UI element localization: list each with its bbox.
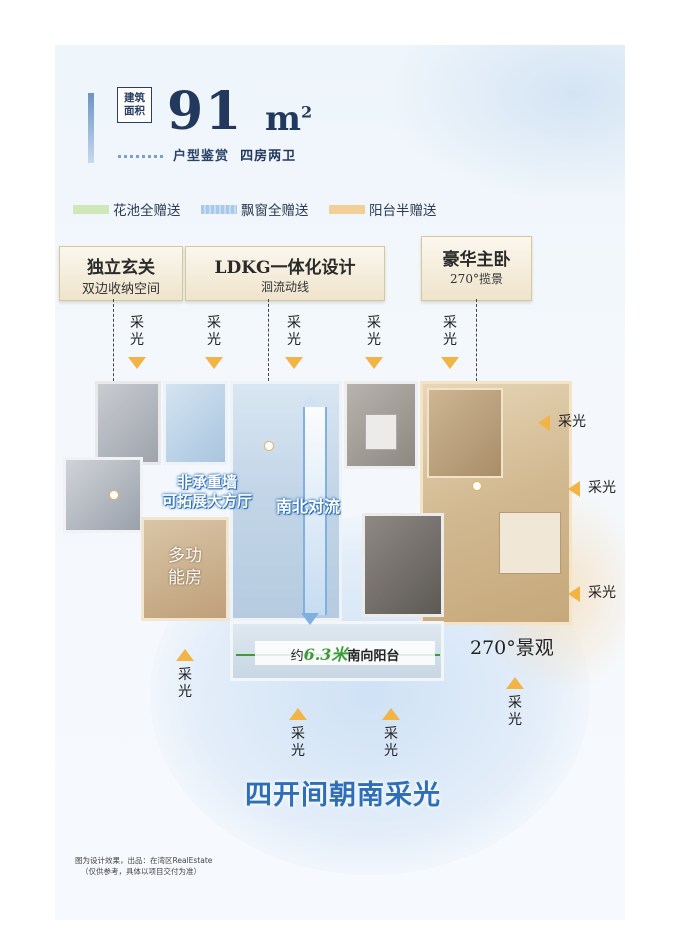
- legend-swatch-orange: [329, 204, 365, 214]
- label-multi-function-room: 多功 能房: [168, 546, 202, 588]
- pointer-line-ldkg: [268, 299, 269, 445]
- light-arrow-left-2: [568, 481, 580, 497]
- light-label-top-3: 采光: [287, 315, 301, 348]
- light-arrow-down-1: [128, 357, 146, 369]
- marker-dot-master: [472, 481, 482, 491]
- light-arrow-down-4: [365, 357, 383, 369]
- flow-arrowhead-up: [301, 395, 319, 407]
- room-bedroom-north: [344, 381, 418, 469]
- light-label-bottom-1: 采光: [178, 667, 192, 700]
- master-bed-icon: [499, 512, 561, 574]
- area-number: 91: [167, 81, 244, 142]
- room-bath-1: [163, 381, 228, 465]
- background-swoosh: [385, 45, 625, 205]
- room-multi-function: [141, 517, 229, 621]
- master-bathroom: [427, 388, 503, 478]
- floorplan-subtitle: 户型鉴赏 四房两卫: [173, 149, 297, 164]
- light-label-top-4: 采光: [367, 315, 381, 348]
- badge-line2: 面积: [124, 105, 145, 117]
- light-label-top-5: 采光: [443, 315, 457, 348]
- marker-dot-entry: [109, 490, 119, 500]
- label-270-view: 270°景观: [470, 637, 554, 659]
- light-label-top-1: 采光: [130, 315, 144, 348]
- light-arrow-up-4: [506, 677, 524, 689]
- room-bedroom-south: [362, 513, 444, 617]
- label-non-bearing-wall: 非承重墙 可拓展大方厅: [161, 473, 252, 510]
- light-label-right-3: 采光: [588, 585, 616, 601]
- light-label-right-1: 采光: [558, 414, 586, 430]
- area-badge: 建筑 面积: [117, 87, 152, 123]
- light-label-top-2: 采光: [207, 315, 221, 348]
- bottom-title: 四开间朝南采光: [245, 780, 441, 811]
- bed-icon: [365, 414, 397, 450]
- legend-swatch-green: [73, 204, 109, 214]
- light-arrow-down-3: [285, 357, 303, 369]
- light-label-bottom-3: 采光: [384, 726, 398, 759]
- badge-line1: 建筑: [124, 92, 145, 104]
- light-label-bottom-2: 采光: [291, 726, 305, 759]
- header-accent-bar: [88, 93, 94, 163]
- light-label-bottom-4: 采光: [508, 695, 522, 728]
- tag-independent-entry: 独立玄关 双边收纳空间: [59, 246, 183, 301]
- balcony-measure-label: 约6.3米南向阳台: [255, 641, 435, 665]
- light-arrow-left-3: [568, 586, 580, 602]
- room-side-window: [63, 457, 143, 533]
- legend-bay-window: 飘窗全赠送: [201, 199, 309, 219]
- header-dot-line: [118, 155, 163, 161]
- room-entry: [95, 381, 161, 465]
- label-north-south: 南北对流: [275, 497, 340, 516]
- light-arrow-up-1: [176, 649, 194, 661]
- poster: 建筑 面积 91 m2 户型鉴赏 四房两卫 花池全赠送 飘窗全赠送 阳台半赠送 …: [55, 45, 625, 920]
- legend-balcony: 阳台半赠送: [329, 199, 437, 219]
- tag-ldkg-design: LDKG一体化设计 洄流动线: [185, 246, 385, 301]
- legend-swatch-blue: [201, 204, 237, 214]
- light-arrow-down-2: [205, 357, 223, 369]
- area-unit: m2: [265, 99, 313, 139]
- north-south-flow-arrow: [303, 407, 327, 615]
- marker-dot-ldkg: [264, 441, 274, 451]
- light-arrow-down-5: [441, 357, 459, 369]
- light-arrow-up-2: [289, 708, 307, 720]
- light-arrow-left-1: [538, 415, 550, 431]
- legend-flower-bed: 花池全赠送: [73, 199, 181, 219]
- footer-note: 图为设计效果，出品：在湾区RealEstate （仅供参考，具体以项目交付为准）: [75, 856, 213, 876]
- tag-master-bedroom: 豪华主卧 270°揽景: [421, 236, 532, 301]
- light-arrow-up-3: [382, 708, 400, 720]
- light-label-right-2: 采光: [588, 480, 616, 496]
- flow-arrowhead-down: [301, 613, 319, 625]
